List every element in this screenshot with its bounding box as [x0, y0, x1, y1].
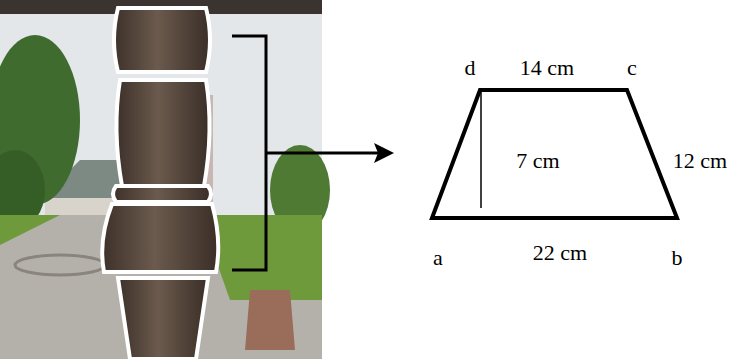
dimension-label: 7 cm — [516, 150, 559, 172]
dimension-label: 22 cm — [533, 242, 587, 264]
trapezoid-shape: 7 cm — [428, 86, 682, 222]
vertex-label: b — [672, 247, 683, 269]
trapezoid-outline — [432, 90, 677, 218]
bracket — [232, 36, 266, 270]
vertex-label: a — [433, 247, 443, 269]
dimension-label: 12 cm — [673, 150, 727, 172]
vertex-label: c — [627, 57, 637, 79]
pointer-arrow — [266, 143, 394, 163]
height-line — [480, 92, 482, 208]
photo — [0, 0, 330, 359]
dimension-label: 14 cm — [520, 57, 574, 79]
vertex-label: d — [465, 57, 476, 79]
